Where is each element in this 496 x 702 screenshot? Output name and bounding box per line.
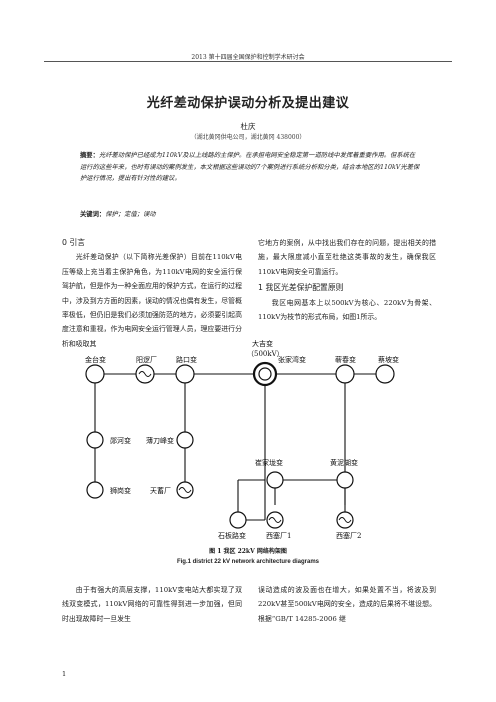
label-shibanlu: 石板路变 (218, 531, 246, 540)
header-rule (44, 61, 452, 62)
running-header: 2013 第十四届全国保护和控制学术研讨会 (191, 54, 305, 61)
station-dayuan-inner-icon (258, 367, 272, 381)
label-xiaodao: 薄刀峰变 (146, 436, 174, 445)
paper-author: 杜庆 (240, 122, 256, 131)
keywords: 关键词：保护；定值；误动 (80, 209, 420, 218)
station-huangnihu-icon (336, 471, 354, 489)
left-column: 0 引言 光纤差动保护（以下简称光差保护）目前在110kV电压等级上充当着主保护… (62, 236, 242, 351)
keywords-text: 保护；定值；误动 (105, 211, 156, 218)
label-huangnihu: 黄泥湖变 (330, 458, 358, 467)
abstract-text: 光纤差动保护已经成为110kV及以上线路的主保护。在承担电网安全稳定第一道防线中… (80, 152, 420, 183)
bottom-right-column: 误动造成的波及面也在增大，如果处置不当，将波及到220kV甚至500kV电网的安… (258, 583, 436, 626)
label-tuanfeng: 郧河变 (110, 436, 131, 445)
label-dayuan: 大吉变 (252, 339, 273, 348)
paper-title: 光纤差动保护误动分析及提出建议 (146, 96, 350, 111)
station-shiziqiao-icon (86, 481, 104, 499)
paper-affiliation: （湖北黄冈供电公司，湖北黄冈 438000） (190, 134, 306, 141)
section1-heading: 1 我区光差保护配置原则 (258, 283, 344, 293)
label-zhangjiawan: 张家湾变 (278, 355, 306, 364)
label-caibo: 蔡坡变 (378, 355, 399, 364)
keywords-label: 关键词： (80, 211, 106, 218)
figure-caption-en: Fig.1 district 22 kV network architectur… (176, 559, 320, 565)
station-qichun-icon (335, 364, 355, 384)
bottom-left-paragraph: 由于有强大的高层支撑，110kV变电站大都实现了双线双变模式，110kV网络的可… (62, 586, 242, 623)
intro-continuation: 它地方的案例，从中找出我们存在的问题，提出相关的措施，最大限度减小直至杜绝这类事… (258, 239, 436, 276)
station-jinhe-icon (85, 364, 105, 384)
label-lukou: 路口变 (176, 355, 197, 364)
bottom-right-paragraph: 误动造成的波及面也在增大，如果处置不当，将波及到220kV甚至500kV电网的安… (258, 586, 436, 623)
right-column: 它地方的案例，从中找出我们存在的问题，提出相关的措施，最大限度减小直至杜绝这类事… (258, 236, 436, 324)
intro-heading: 0 引言 (62, 238, 86, 247)
label-shiziqiao: 狮岗变 (110, 486, 131, 495)
label-xisai2: 西塞厂2 (336, 531, 361, 540)
label-dayuan-kv: （500kV） (247, 350, 284, 358)
station-lukou-icon (175, 364, 195, 384)
abstract-label: 摘要： (80, 152, 99, 159)
label-qichun: 蕲春变 (335, 355, 356, 364)
station-caibo-icon (375, 364, 395, 384)
label-jinhe: 金台变 (85, 355, 106, 364)
page-number: 1 (62, 670, 67, 678)
abstract: 摘要：光纤差动保护已经成为110kV及以上线路的主保护。在承担电网安全稳定第一道… (80, 150, 420, 185)
label-xisai1: 西塞厂1 (266, 531, 291, 540)
bottom-left-column: 由于有强大的高层支撑，110kV变电站大都实现了双线双变模式，110kV网络的可… (62, 583, 242, 626)
station-qiaojialong-icon (266, 471, 284, 489)
network-diagram: 金台变 阳逻厂 路口变 大吉变 （500kV） 张家湾变 蕲春变 蔡坡变 郧河变… (85, 339, 399, 540)
station-tuanfeng-icon (86, 431, 104, 449)
intro-paragraph: 光纤差动保护（以下简称光差保护）目前在110kV电压等级上充当着主保护角色，为1… (62, 253, 242, 348)
label-tianhu: 天蓄厂 (150, 486, 171, 495)
section1-paragraph: 我区电网基本上以500kV为核心、220kV为骨架、110kV为枝节的形式布局，… (258, 298, 436, 322)
station-xiaodao-icon (176, 431, 194, 449)
station-shibanlu-icon (229, 511, 247, 529)
figure-caption-cn: 图 1 我区 22kV 网络构架图 (209, 548, 287, 555)
label-yangluo: 阳逻厂 (136, 355, 157, 364)
label-qiaojialong: 崔家垅变 (255, 458, 283, 467)
